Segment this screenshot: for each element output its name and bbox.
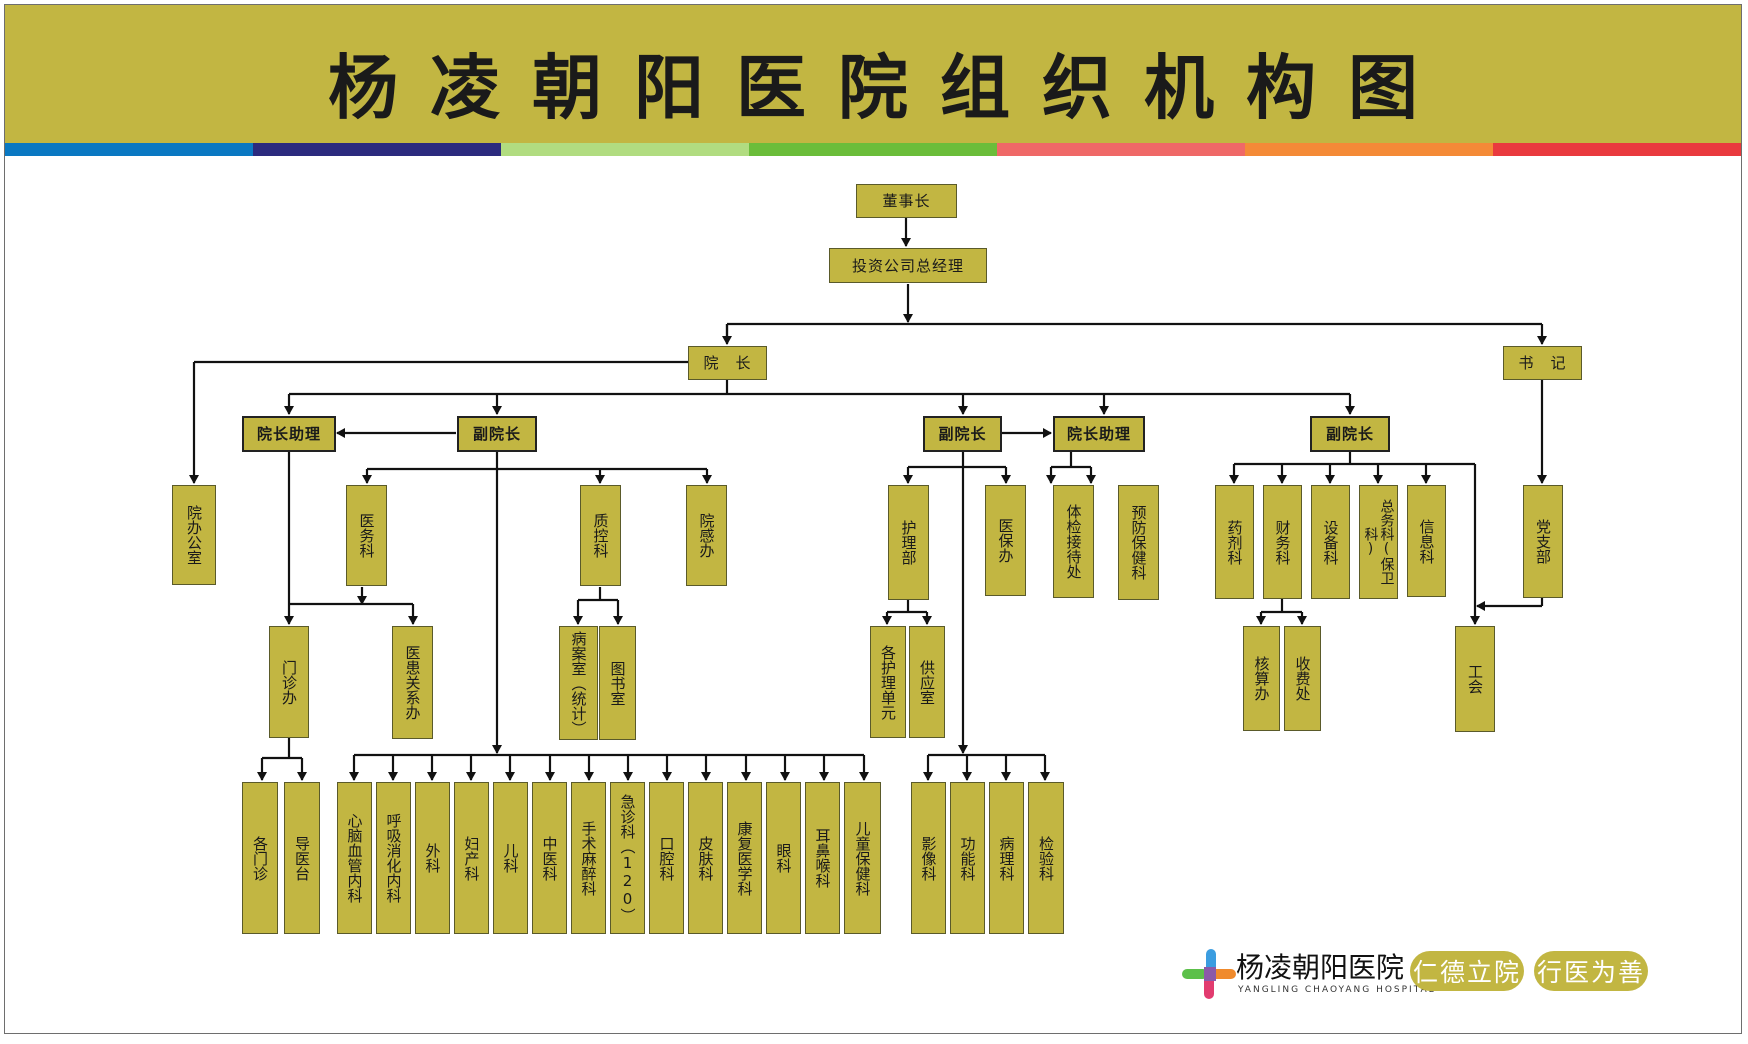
node-prevention-care: 预防保健科: [1118, 485, 1159, 600]
node-vice-president-left: 副院长: [457, 416, 537, 452]
node-assistant-president-mid: 院长助理: [1053, 416, 1145, 452]
footer-hospital-name-en: YANGLING CHAOYANG HOSPITAL: [1238, 985, 1436, 995]
stripe-segment-3: [501, 143, 749, 156]
node-secretary: 书 记: [1503, 346, 1582, 380]
node-chairman: 董事长: [856, 184, 957, 218]
node-surgery: 外科: [415, 782, 450, 934]
node-dermatology: 皮肤科: [688, 782, 723, 934]
node-labor-union: 工会: [1455, 626, 1495, 732]
stripe-segment-4: [749, 143, 997, 156]
stripe-segment-6: [1245, 143, 1493, 156]
node-cardio: 心脑血管内科: [337, 782, 372, 934]
node-pediatrics: 儿科: [493, 782, 528, 934]
node-function: 功能科: [950, 782, 985, 934]
node-outpatient-office: 门诊办: [269, 626, 309, 738]
node-dental: 口腔科: [649, 782, 684, 934]
stripe-segment-1: [5, 143, 253, 156]
node-nursing-dept: 护理部: [888, 485, 929, 600]
node-anesthesia: 手术麻醉科: [571, 782, 606, 934]
node-physical-exam: 体检接待处: [1053, 485, 1094, 598]
node-finance: 财务科: [1263, 485, 1302, 599]
node-pathology: 病理科: [989, 782, 1024, 934]
node-general-manager: 投资公司总经理: [829, 248, 987, 283]
stripe-segment-7: [1493, 143, 1741, 156]
node-vice-president-mid: 副院长: [923, 416, 1002, 452]
node-general-affairs: 总务科(保卫科): [1359, 485, 1398, 599]
node-nursing-units: 各护理单元: [870, 626, 906, 738]
hospital-logo-icon: [1182, 949, 1236, 999]
node-emergency: 急诊科（120）: [610, 782, 645, 934]
node-library: 图书室: [599, 626, 636, 740]
node-equipment: 设备科: [1311, 485, 1350, 599]
node-guide-desk: 导医台: [284, 782, 320, 934]
node-pharmacy: 药剂科: [1215, 485, 1254, 599]
page-title: 杨凌朝阳医院组织机构图: [328, 47, 1450, 129]
node-information: 信息科: [1407, 485, 1446, 597]
node-medical-affairs: 医务科: [346, 485, 387, 586]
node-assistant-president-left: 院长助理: [242, 416, 336, 452]
node-supply-room: 供应室: [909, 626, 945, 738]
node-president-office: 院办公室: [172, 485, 216, 585]
title-banner: [5, 5, 1741, 143]
stripe-segment-5: [997, 143, 1245, 156]
node-quality-control: 质控科: [580, 485, 621, 586]
node-respiratory: 呼吸消化内科: [376, 782, 411, 934]
node-laboratory: 检验科: [1028, 782, 1064, 934]
node-infection-control: 院感办: [686, 485, 727, 586]
node-accounting-office: 核算办: [1243, 626, 1280, 731]
node-patient-relations: 医患关系办: [392, 626, 433, 739]
footer-motto-1: 仁德立院: [1410, 951, 1524, 991]
node-medical-records: 病案室（统计）: [559, 626, 598, 740]
node-clinics: 各门诊: [242, 782, 278, 934]
node-ent: 耳鼻喉科: [805, 782, 840, 934]
node-tcm: 中医科: [532, 782, 567, 934]
node-obgyn: 妇产科: [454, 782, 489, 934]
node-vice-president-right: 副院长: [1310, 416, 1390, 452]
node-ophthalmology: 眼科: [766, 782, 801, 934]
color-stripe: [5, 143, 1741, 156]
node-child-health: 儿童保健科: [844, 782, 881, 934]
footer-hospital-name: 杨凌朝阳医院: [1236, 951, 1405, 984]
footer-motto-2: 行医为善: [1534, 951, 1648, 991]
node-party-branch: 党支部: [1523, 485, 1563, 598]
stripe-segment-2: [253, 143, 501, 156]
node-president: 院 长: [688, 346, 767, 380]
node-rehab: 康复医学科: [727, 782, 762, 934]
node-medical-insurance: 医保办: [985, 485, 1026, 596]
node-cashier: 收费处: [1284, 626, 1321, 731]
node-imaging: 影像科: [911, 782, 946, 934]
